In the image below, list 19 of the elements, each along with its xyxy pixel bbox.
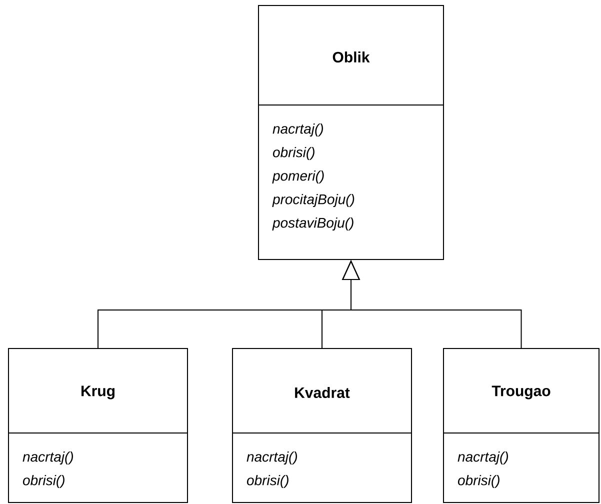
method-name: nacrtaj() (272, 123, 323, 137)
method-name: obrisi() (22, 474, 64, 488)
class-box (442, 348, 600, 503)
class-name: Krug (82, 386, 114, 400)
method-name: nacrtaj() (458, 451, 508, 465)
method-name: obrisi() (272, 146, 314, 160)
class-name: Trougao (492, 386, 550, 400)
method-name: postaviBoju() (272, 217, 354, 231)
class-name: Kvadrat (295, 387, 350, 398)
class-box (8, 348, 188, 503)
method-name: obrisi() (458, 474, 500, 488)
method-name: procitajBoju() (272, 194, 354, 208)
class-name: Oblik (332, 52, 370, 62)
method-name: nacrtaj() (22, 451, 73, 465)
class-box (232, 348, 412, 503)
method-name: nacrtaj() (246, 451, 297, 465)
class-box (258, 5, 444, 260)
method-name: obrisi() (246, 474, 288, 488)
method-name: pomeri() (272, 170, 324, 184)
